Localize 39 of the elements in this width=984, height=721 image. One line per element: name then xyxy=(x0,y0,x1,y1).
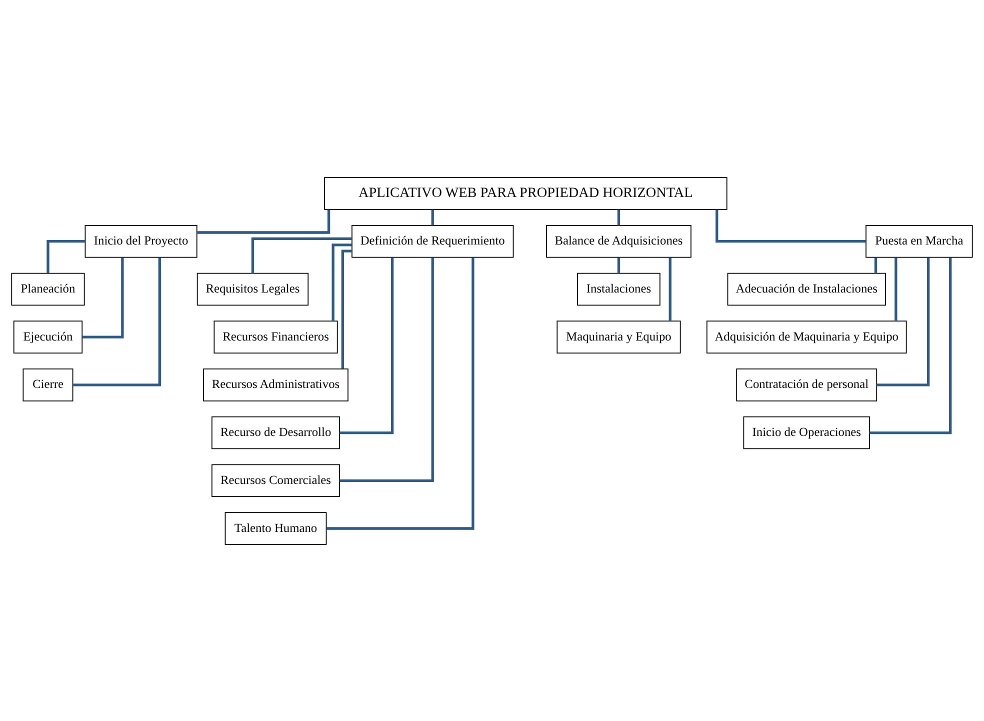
connector xyxy=(716,209,866,242)
node-box: Balance de Adquisiciones xyxy=(546,224,692,258)
connector xyxy=(340,256,434,482)
node-box: Puesta en Marcha xyxy=(866,224,973,258)
connector xyxy=(876,257,930,386)
node-box: Instalaciones xyxy=(577,272,660,306)
connector xyxy=(46,240,86,273)
connector xyxy=(332,243,352,320)
connector xyxy=(874,257,878,273)
connector xyxy=(617,257,620,273)
node-box: Talento Humano xyxy=(224,512,327,544)
node-box: Recursos Financieros xyxy=(214,320,338,353)
connector xyxy=(82,257,124,338)
connector xyxy=(894,257,898,321)
connector xyxy=(197,209,330,234)
connector xyxy=(340,256,394,434)
connector xyxy=(870,256,952,434)
connector xyxy=(617,209,620,225)
node-box: Recursos Administrativos xyxy=(203,368,348,401)
node-box: Cierre xyxy=(22,368,74,401)
node-box: Inicio del Proyecto xyxy=(84,224,198,258)
node-box: Adecuación de Instalaciones xyxy=(727,272,886,306)
node-box: Adquisición de Maquinaria y Equipo xyxy=(706,320,907,353)
node-box: Maquinaria y Equipo xyxy=(556,320,681,353)
node-box: Inicio de Operaciones xyxy=(743,416,870,449)
node-box: Definición de Requerimiento xyxy=(352,224,514,258)
connector xyxy=(73,257,161,386)
node-box: Recurso de Desarrollo xyxy=(212,416,340,449)
connector xyxy=(341,249,352,368)
connector xyxy=(668,257,672,321)
node-box: Planeación xyxy=(11,272,85,306)
node-box: Requisitos Legales xyxy=(196,272,309,306)
node-box: Contratación de personal xyxy=(736,368,878,401)
connector xyxy=(326,257,474,530)
node-box: Ejecución xyxy=(13,320,83,353)
connector xyxy=(251,236,352,273)
node-box: APLICATIVO WEB PARA PROPIEDAD HORIZONTAL xyxy=(324,176,728,210)
connector xyxy=(431,209,434,225)
node-box: Recursos Comerciales xyxy=(212,464,340,497)
